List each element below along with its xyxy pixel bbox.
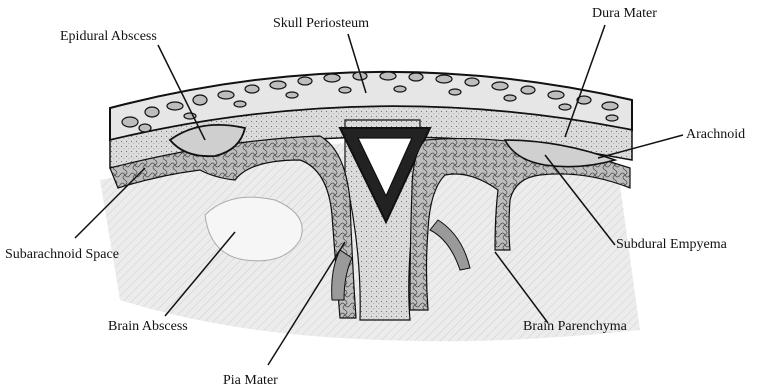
label-subdural-empyema: Subdural Empyema bbox=[616, 237, 728, 252]
label-subarachnoid-space: Subarachnoid Space bbox=[5, 247, 119, 262]
label-dura-mater: Dura Mater bbox=[592, 6, 657, 21]
label-brain-parenchyma: Brain Parenchyma bbox=[523, 319, 628, 334]
label-pia-mater: Pia Mater bbox=[223, 373, 278, 388]
label-epidural-abscess: Epidural Abscess bbox=[60, 29, 157, 44]
label-brain-abscess: Brain Abscess bbox=[108, 319, 188, 334]
label-skull-periosteum: Skull Periosteum bbox=[273, 16, 369, 31]
label-arachnoid: Arachnoid bbox=[686, 127, 745, 142]
